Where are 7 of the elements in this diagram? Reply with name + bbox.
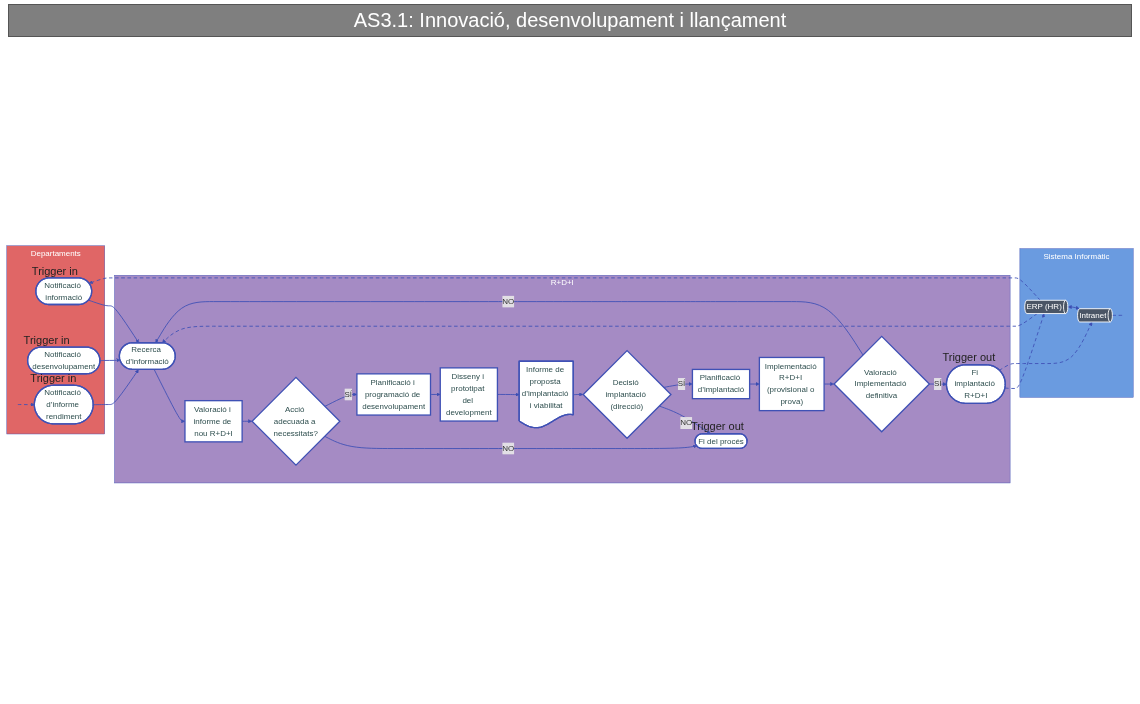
node-caption: Trigger out: [942, 351, 996, 365]
arrow: [1067, 304, 1080, 310]
node-caption: Trigger out: [691, 420, 744, 434]
node-caption: Trigger in: [31, 264, 78, 278]
connector: [1111, 314, 1123, 316]
node-caption: Trigger in: [23, 333, 70, 347]
diagram-title: AS3.1: Innovació, desenvolupament i llançament: [8, 4, 1132, 37]
